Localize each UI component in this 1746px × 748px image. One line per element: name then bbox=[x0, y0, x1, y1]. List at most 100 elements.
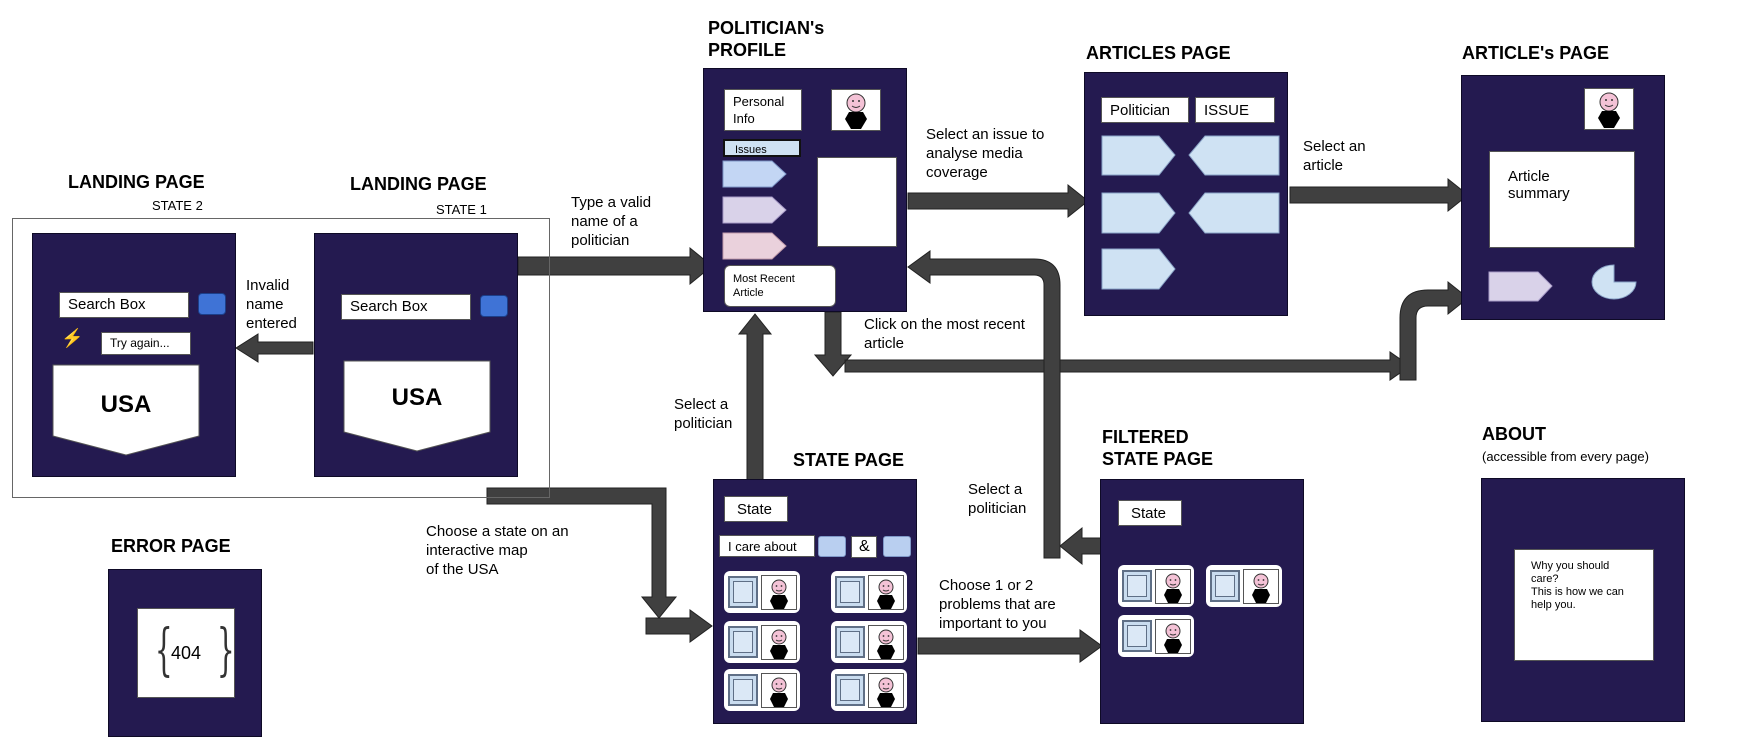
usa-map[interactable] bbox=[343, 360, 491, 452]
article-issue-tag bbox=[1488, 271, 1553, 302]
politician-avatar bbox=[868, 575, 904, 610]
search-box[interactable]: Search Box bbox=[59, 292, 189, 318]
error-code: 404 bbox=[170, 643, 202, 663]
politician-card[interactable] bbox=[831, 571, 907, 613]
arrow-type-valid-name bbox=[517, 246, 713, 286]
filtered-state-page: State bbox=[1100, 479, 1304, 724]
landing-state2-label: STATE 2 bbox=[152, 198, 203, 213]
state-label: State bbox=[724, 496, 788, 522]
right-brace-icon: } bbox=[216, 618, 235, 683]
i-care-about-label: I care about bbox=[719, 535, 815, 557]
about-page: Why you should care? This is how we can … bbox=[1481, 478, 1685, 722]
landing-page-state1[interactable]: Search Box USA bbox=[314, 233, 518, 477]
arrow-select-politician-up bbox=[737, 313, 773, 481]
politician-avatar bbox=[831, 89, 881, 131]
politician-avatar bbox=[1155, 619, 1191, 654]
arrow-select-politician-back bbox=[1059, 526, 1105, 566]
usa-map-label: USA bbox=[100, 391, 152, 418]
label-click-recent: Click on the most recent article bbox=[864, 316, 1025, 352]
error-page: { 404 } bbox=[108, 569, 262, 737]
arrow-choose-state bbox=[486, 487, 713, 643]
left-brace-icon: { bbox=[154, 618, 173, 683]
landing-state1-label: STATE 1 bbox=[436, 202, 487, 217]
article-page: Article summary bbox=[1461, 75, 1665, 320]
landing-state2-title: LANDING PAGE bbox=[68, 172, 205, 192]
arrow-choose-problems bbox=[917, 629, 1103, 663]
label-type-valid-name: Type a valid name of a politician bbox=[571, 194, 652, 249]
politician-label: Politician bbox=[1101, 97, 1189, 123]
arrow-select-issue bbox=[907, 183, 1089, 219]
sentiment-pie-chart bbox=[1591, 264, 1637, 300]
about-text: Why you should care? This is how we can … bbox=[1514, 549, 1654, 661]
article-page-title: ARTICLE's PAGE bbox=[1462, 43, 1609, 63]
arrow-select-article bbox=[1289, 177, 1469, 213]
label-invalid-name: Invalid name entered bbox=[246, 277, 297, 332]
politician-avatar bbox=[761, 575, 797, 610]
issue-tags[interactable] bbox=[722, 159, 788, 263]
politician-avatar bbox=[761, 673, 797, 708]
photo-frame-icon bbox=[728, 576, 758, 608]
politician-card[interactable] bbox=[724, 621, 800, 663]
article-summary: Article summary bbox=[1489, 151, 1635, 248]
articles-page: Politician ISSUE bbox=[1084, 72, 1288, 316]
label-select-article: Select an article bbox=[1303, 138, 1366, 174]
issue-chart-area bbox=[817, 157, 897, 247]
about-subtitle: (accessible from every page) bbox=[1482, 449, 1649, 464]
articles-page-title: ARTICLES PAGE bbox=[1086, 43, 1231, 63]
personal-info-box[interactable]: Personal Info bbox=[724, 89, 802, 131]
politician-avatar bbox=[1584, 88, 1634, 130]
politician-card[interactable] bbox=[831, 669, 907, 711]
politician-avatar bbox=[868, 625, 904, 660]
error-bolt-icon: ⚡ bbox=[61, 328, 84, 348]
politician-profile-page: Personal Info Issues Most Recent Article bbox=[703, 68, 907, 312]
state-page-title: STATE PAGE bbox=[793, 450, 905, 470]
politician-card[interactable] bbox=[1118, 565, 1194, 607]
and-label: & bbox=[851, 536, 877, 558]
about-title: ABOUT bbox=[1482, 424, 1546, 444]
photo-frame-icon bbox=[1122, 570, 1152, 602]
landing-state1-title: LANDING PAGE bbox=[350, 174, 487, 194]
photo-frame-icon bbox=[1122, 620, 1152, 652]
politician-avatar bbox=[868, 673, 904, 708]
search-box[interactable]: Search Box bbox=[341, 294, 471, 320]
issues-tab[interactable]: Issues bbox=[723, 139, 801, 157]
politician-avatar bbox=[761, 625, 797, 660]
usa-map-label: USA bbox=[391, 384, 443, 411]
politician-card[interactable] bbox=[1206, 565, 1282, 607]
arrow-recent-up bbox=[1399, 280, 1469, 381]
arrow-filtered-to-profile bbox=[907, 250, 1061, 559]
filtered-page-title: FILTERED STATE PAGE bbox=[1102, 427, 1214, 469]
photo-frame-icon bbox=[835, 626, 865, 658]
state-page: State I care about & bbox=[713, 479, 917, 724]
label-choose-state: Choose a state on an interactive map of … bbox=[426, 523, 569, 578]
article-tags[interactable] bbox=[1101, 135, 1281, 301]
search-button[interactable] bbox=[198, 293, 226, 315]
usa-map[interactable] bbox=[52, 364, 200, 456]
landing-page-state2[interactable]: Search Box ⚡ Try again... USA bbox=[32, 233, 236, 477]
problem-select-2[interactable] bbox=[883, 536, 911, 557]
error-box: { 404 } bbox=[137, 608, 235, 698]
politician-avatar bbox=[1155, 569, 1191, 604]
label-select-politician-filtered: Select a politician bbox=[968, 481, 1027, 517]
photo-frame-icon bbox=[1210, 570, 1240, 602]
landing-group-outline bbox=[12, 218, 550, 498]
politician-card[interactable] bbox=[1118, 615, 1194, 657]
try-again-box: Try again... bbox=[101, 332, 191, 355]
politician-card[interactable] bbox=[724, 669, 800, 711]
label-select-politician: Select a politician bbox=[674, 396, 733, 432]
error-page-title: ERROR PAGE bbox=[111, 536, 231, 556]
issue-label: ISSUE bbox=[1195, 97, 1275, 123]
problem-select-1[interactable] bbox=[818, 536, 846, 557]
most-recent-article-box[interactable]: Most Recent Article bbox=[724, 265, 836, 307]
state-label: State bbox=[1118, 500, 1182, 526]
photo-frame-icon bbox=[728, 674, 758, 706]
photo-frame-icon bbox=[835, 576, 865, 608]
politician-card[interactable] bbox=[724, 571, 800, 613]
photo-frame-icon bbox=[835, 674, 865, 706]
profile-title: POLITICIAN's PROFILE bbox=[708, 18, 825, 60]
search-button[interactable] bbox=[480, 295, 508, 317]
politician-card[interactable] bbox=[831, 621, 907, 663]
label-choose-problems: Choose 1 or 2 problems that are importan… bbox=[939, 577, 1056, 632]
arrow-invalid-name bbox=[235, 333, 314, 363]
